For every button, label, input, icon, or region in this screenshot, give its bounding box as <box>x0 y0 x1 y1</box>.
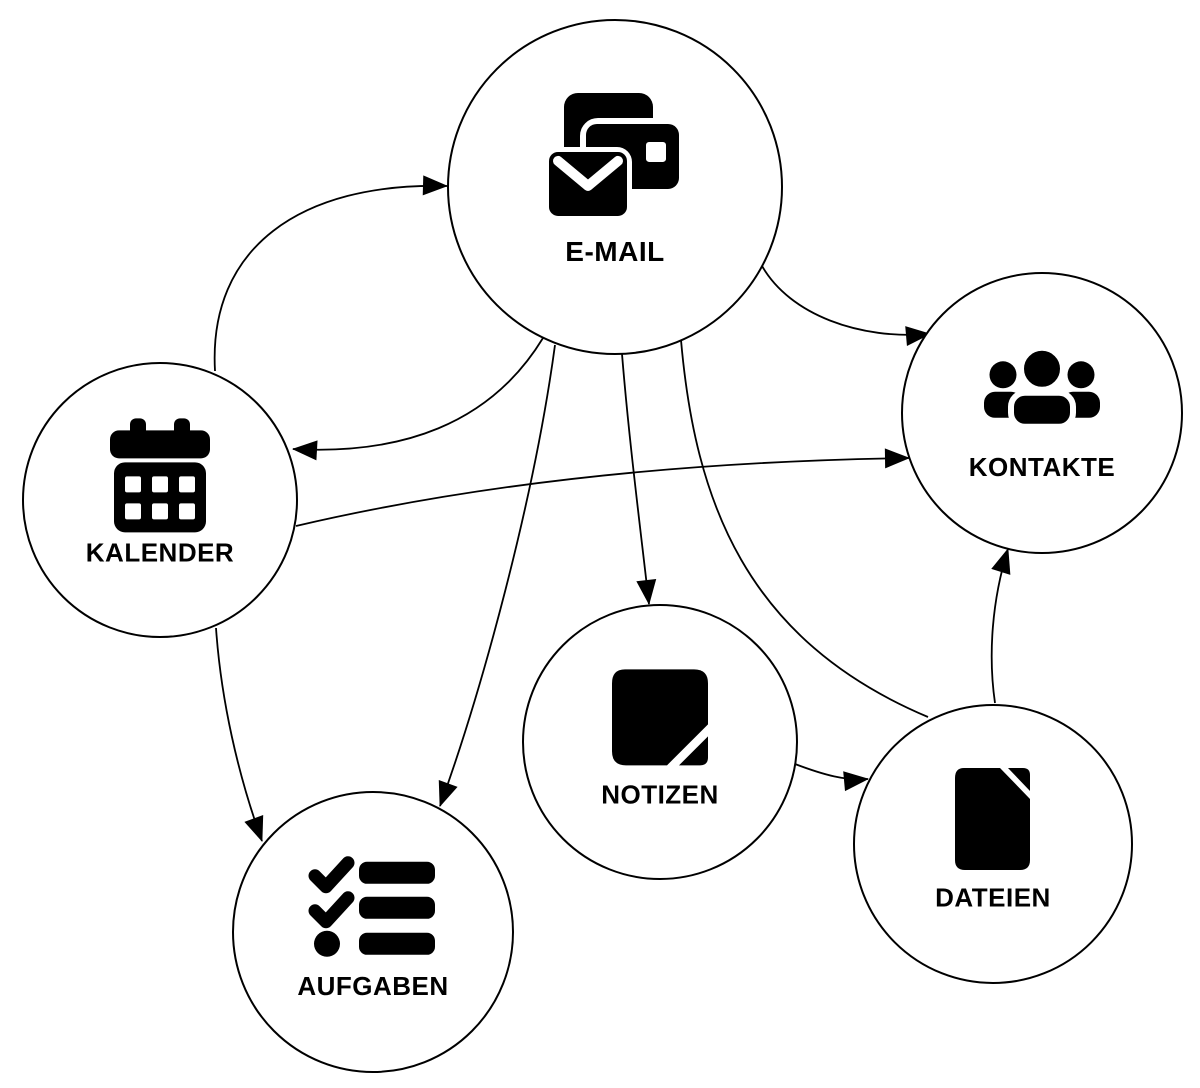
node-label: AUFGABEN <box>297 971 448 1001</box>
node-email: E-MAIL <box>447 19 783 355</box>
node-dateien: DATEIEN <box>853 704 1133 984</box>
node-label: NOTIZEN <box>601 780 719 810</box>
edge-email-kalender <box>292 337 544 461</box>
mail-stack-icon <box>544 92 685 221</box>
node-label: DATEIEN <box>935 882 1051 912</box>
node-kontakte: KONTAKTE <box>901 272 1183 554</box>
node-circle <box>232 791 514 1073</box>
sticky-note-icon <box>612 669 708 766</box>
edges-layer <box>213 175 1011 842</box>
node-label: E-MAIL <box>565 236 664 267</box>
node-notizen: NOTIZEN <box>522 604 798 880</box>
edge-kalender-aufgaben <box>215 627 264 842</box>
edge-kalender-email <box>213 175 448 372</box>
edge-email-kontakte <box>761 265 931 347</box>
edge-dateien-kontakte <box>990 548 1011 704</box>
node-aufgaben: AUFGABEN <box>232 791 514 1073</box>
checklist-icon <box>308 856 435 957</box>
users-icon <box>984 344 1100 430</box>
node-label: KALENDER <box>86 538 234 568</box>
edge-email-dateien <box>680 339 929 718</box>
nodes-layer: E-MAIL KALENDER KONTAKTE NOTIZEN AUFGABEN DAT… <box>22 19 1183 1073</box>
edge-notizen-dateien <box>794 763 869 792</box>
edge-email-notizen <box>621 353 657 605</box>
edge-email-aufgaben <box>438 344 556 807</box>
calendar-icon <box>110 418 210 533</box>
edge-kalender-kontakte <box>295 448 910 527</box>
node-label: KONTAKTE <box>969 452 1116 482</box>
node-kalender: KALENDER <box>22 362 298 638</box>
file-icon <box>955 767 1030 870</box>
